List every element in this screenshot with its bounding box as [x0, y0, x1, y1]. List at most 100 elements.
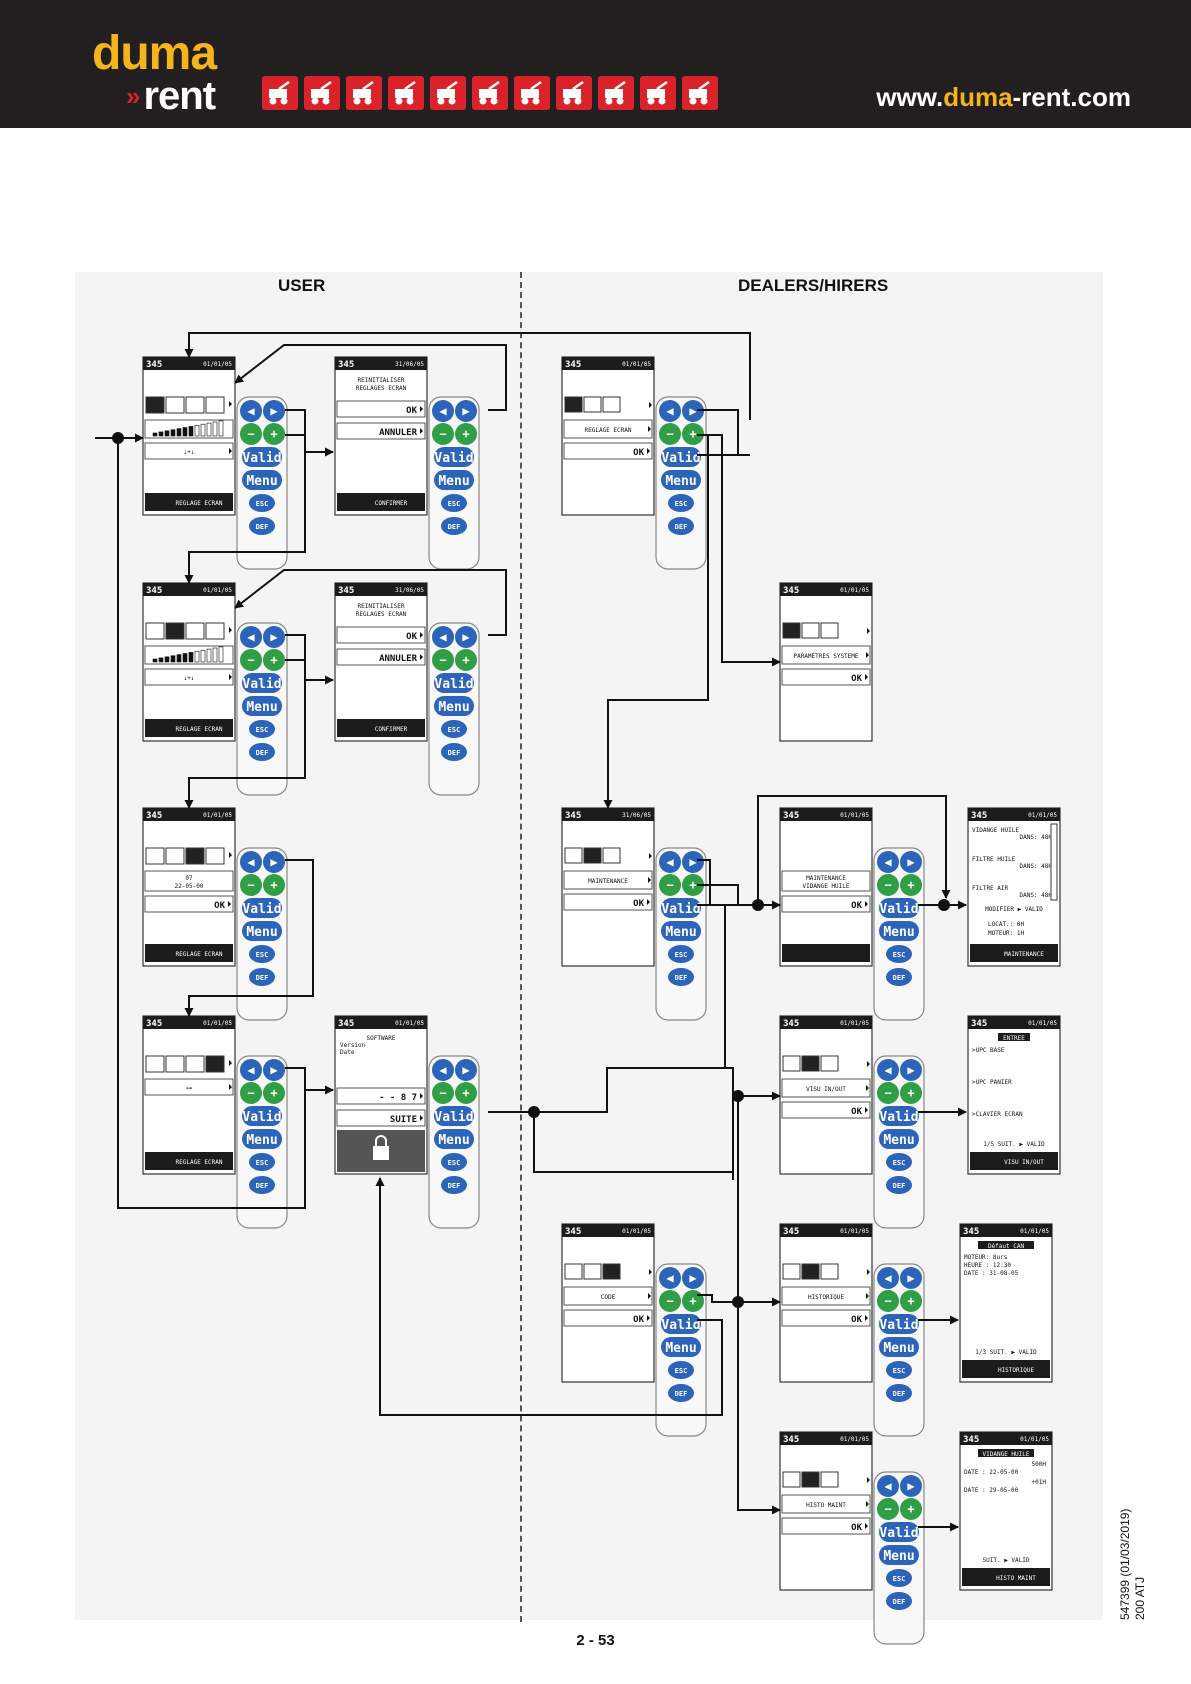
menu-button[interactable]: Menu — [879, 1545, 919, 1565]
valid-button[interactable]: Valid — [434, 1106, 474, 1126]
plus-button[interactable]: + — [455, 423, 477, 445]
esc-button[interactable]: ESC — [441, 494, 467, 512]
minus-button[interactable]: − — [877, 1498, 899, 1520]
esc-button[interactable]: ESC — [668, 945, 694, 963]
left-arrow-button[interactable]: ◀ — [659, 851, 681, 873]
minus-button[interactable]: − — [432, 649, 454, 671]
left-arrow-button[interactable]: ◀ — [877, 1475, 899, 1497]
esc-button[interactable]: ESC — [886, 1361, 912, 1379]
valid-button[interactable]: Valid — [661, 447, 701, 467]
menu-button[interactable]: Menu — [661, 470, 701, 490]
menu-button[interactable]: Menu — [879, 921, 919, 941]
plus-button[interactable]: + — [900, 874, 922, 896]
valid-button[interactable]: Valid — [879, 898, 919, 918]
def-button[interactable]: DEF — [441, 1176, 467, 1194]
left-arrow-button[interactable]: ◀ — [877, 851, 899, 873]
plus-button[interactable]: + — [263, 874, 285, 896]
right-arrow-button[interactable]: ▶ — [455, 1059, 477, 1081]
plus-button[interactable]: + — [682, 874, 704, 896]
def-button[interactable]: DEF — [886, 1384, 912, 1402]
menu-button[interactable]: Menu — [661, 921, 701, 941]
def-button[interactable]: DEF — [249, 517, 275, 535]
plus-button[interactable]: + — [900, 1498, 922, 1520]
left-arrow-button[interactable]: ◀ — [432, 626, 454, 648]
plus-button[interactable]: + — [455, 1082, 477, 1104]
minus-button[interactable]: − — [240, 649, 262, 671]
menu-button[interactable]: Menu — [434, 1129, 474, 1149]
def-button[interactable]: DEF — [668, 968, 694, 986]
esc-button[interactable]: ESC — [249, 720, 275, 738]
valid-button[interactable]: Valid — [434, 673, 474, 693]
plus-button[interactable]: + — [682, 1290, 704, 1312]
valid-button[interactable]: Valid — [879, 1522, 919, 1542]
right-arrow-button[interactable]: ▶ — [455, 400, 477, 422]
def-button[interactable]: DEF — [441, 743, 467, 761]
left-arrow-button[interactable]: ◀ — [659, 400, 681, 422]
minus-button[interactable]: − — [240, 1082, 262, 1104]
def-button[interactable]: DEF — [668, 1384, 694, 1402]
menu-button[interactable]: Menu — [879, 1129, 919, 1149]
menu-button[interactable]: Menu — [242, 470, 282, 490]
esc-button[interactable]: ESC — [886, 1569, 912, 1587]
menu-button[interactable]: Menu — [242, 921, 282, 941]
right-arrow-button[interactable]: ▶ — [900, 851, 922, 873]
valid-button[interactable]: Valid — [242, 447, 282, 467]
def-button[interactable]: DEF — [886, 1592, 912, 1610]
esc-button[interactable]: ESC — [668, 494, 694, 512]
valid-button[interactable]: Valid — [434, 447, 474, 467]
plus-button[interactable]: + — [682, 423, 704, 445]
minus-button[interactable]: − — [240, 874, 262, 896]
plus-button[interactable]: + — [263, 423, 285, 445]
right-arrow-button[interactable]: ▶ — [900, 1475, 922, 1497]
esc-button[interactable]: ESC — [886, 1153, 912, 1171]
right-arrow-button[interactable]: ▶ — [900, 1059, 922, 1081]
plus-button[interactable]: + — [455, 649, 477, 671]
plus-button[interactable]: + — [263, 1082, 285, 1104]
valid-button[interactable]: Valid — [661, 898, 701, 918]
minus-button[interactable]: − — [877, 874, 899, 896]
valid-button[interactable]: Valid — [879, 1106, 919, 1126]
minus-button[interactable]: − — [432, 1082, 454, 1104]
def-button[interactable]: DEF — [886, 968, 912, 986]
left-arrow-button[interactable]: ◀ — [432, 1059, 454, 1081]
def-button[interactable]: DEF — [249, 1176, 275, 1194]
minus-button[interactable]: − — [240, 423, 262, 445]
minus-button[interactable]: − — [432, 423, 454, 445]
valid-button[interactable]: Valid — [242, 1106, 282, 1126]
left-arrow-button[interactable]: ◀ — [240, 851, 262, 873]
menu-button[interactable]: Menu — [434, 696, 474, 716]
esc-button[interactable]: ESC — [441, 1153, 467, 1171]
scrollbar[interactable] — [1050, 823, 1058, 901]
left-arrow-button[interactable]: ◀ — [240, 1059, 262, 1081]
right-arrow-button[interactable]: ▶ — [263, 851, 285, 873]
def-button[interactable]: DEF — [886, 1176, 912, 1194]
minus-button[interactable]: − — [877, 1082, 899, 1104]
minus-button[interactable]: − — [659, 1290, 681, 1312]
minus-button[interactable]: − — [659, 874, 681, 896]
minus-button[interactable]: − — [877, 1290, 899, 1312]
right-arrow-button[interactable]: ▶ — [682, 1267, 704, 1289]
left-arrow-button[interactable]: ◀ — [659, 1267, 681, 1289]
def-button[interactable]: DEF — [249, 968, 275, 986]
left-arrow-button[interactable]: ◀ — [240, 626, 262, 648]
menu-button[interactable]: Menu — [661, 1337, 701, 1357]
left-arrow-button[interactable]: ◀ — [877, 1059, 899, 1081]
esc-button[interactable]: ESC — [249, 494, 275, 512]
esc-button[interactable]: ESC — [886, 945, 912, 963]
left-arrow-button[interactable]: ◀ — [877, 1267, 899, 1289]
def-button[interactable]: DEF — [249, 743, 275, 761]
right-arrow-button[interactable]: ▶ — [263, 626, 285, 648]
left-arrow-button[interactable]: ◀ — [432, 400, 454, 422]
